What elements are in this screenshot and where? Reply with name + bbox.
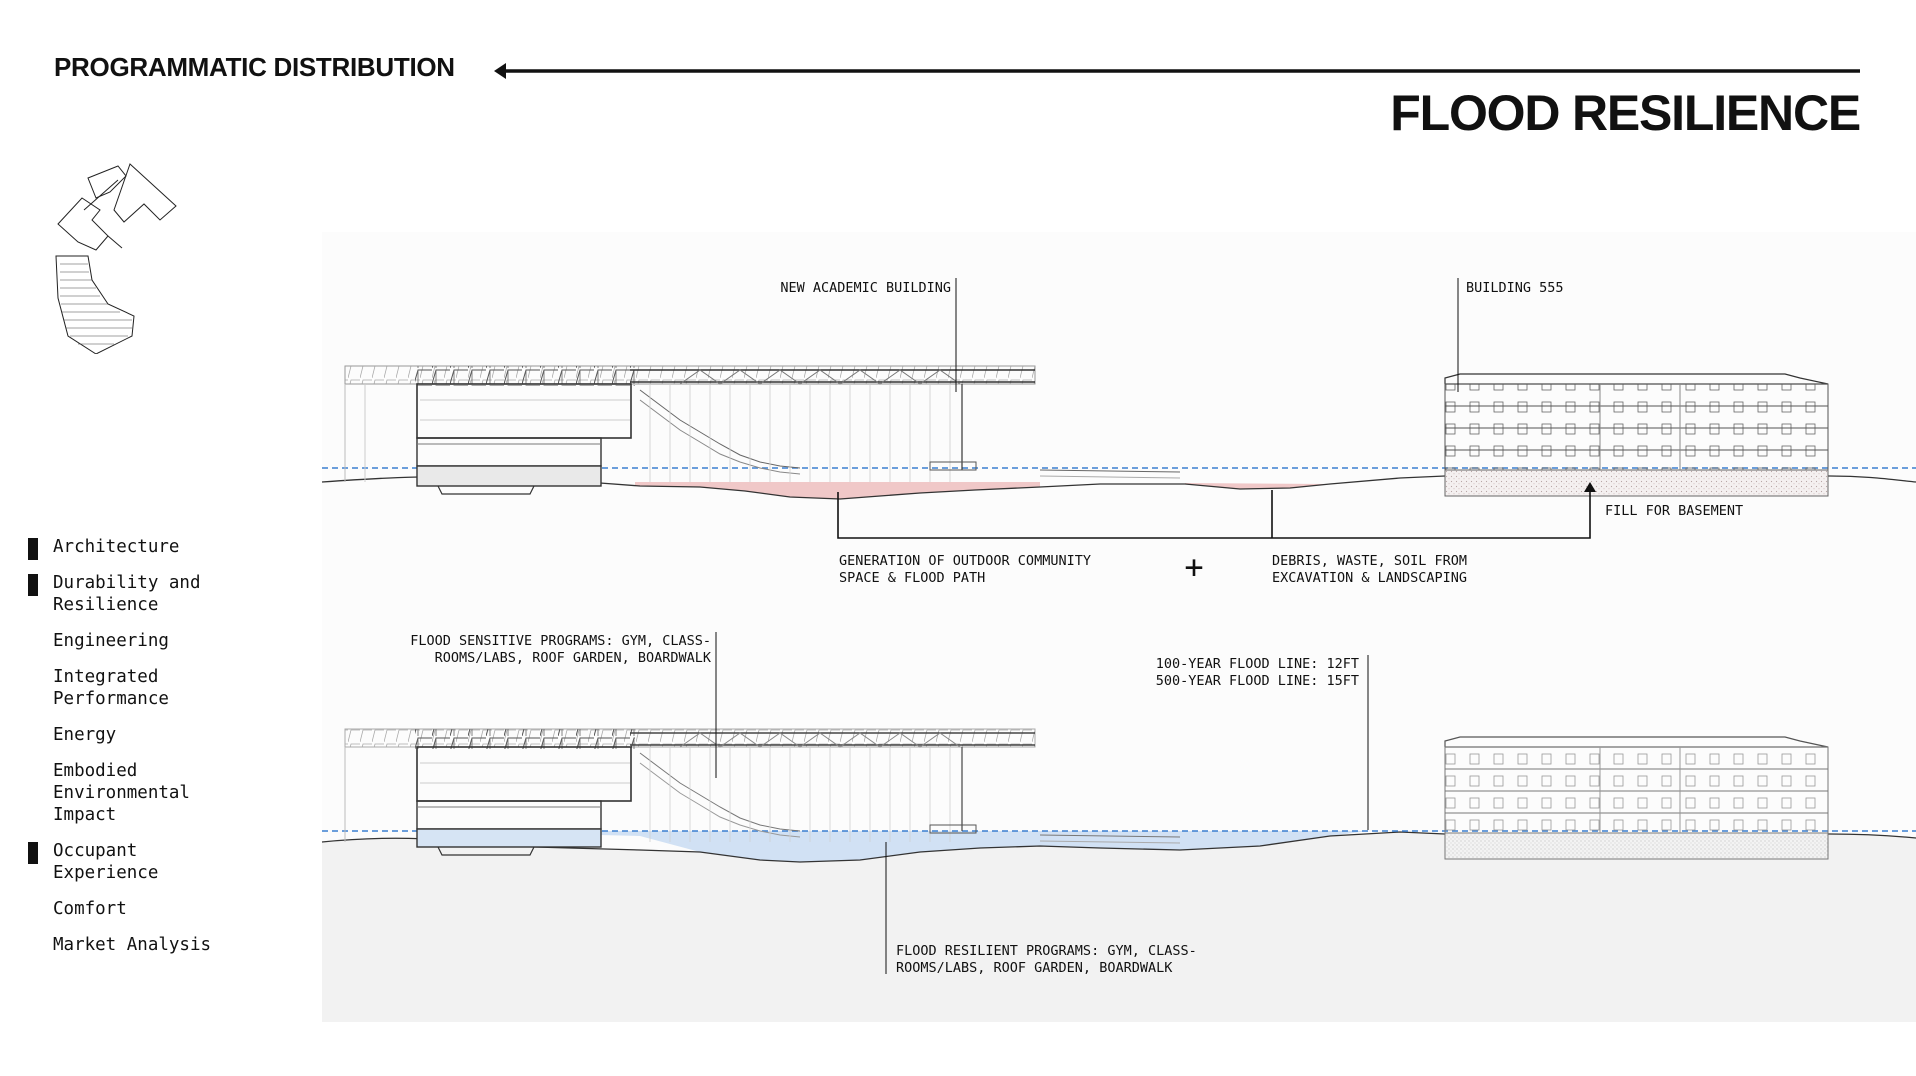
active-marker [28, 842, 38, 864]
nav-item-label: Integrated [53, 667, 159, 687]
ground-fill [322, 832, 1916, 1022]
section-title: PROGRAMMATIC DISTRIBUTION [54, 52, 455, 82]
nav-item-label: Market Analysis [53, 935, 212, 955]
nav-item-label: Energy [53, 725, 117, 745]
nav-item-label: Performance [53, 689, 169, 709]
label-outdoor-space: SPACE & FLOOD PATH [839, 570, 985, 586]
label-debris: DEBRIS, WASTE, SOIL FROM [1272, 553, 1467, 569]
nav-item-engineering[interactable]: Engineering [0, 630, 300, 652]
label-flood-resilient: FLOOD RESILIENT PROGRAMS: GYM, CLASS- [896, 943, 1197, 959]
nav-item-embodied-environmental-impact[interactable]: Embodied Environmental Impact [0, 760, 300, 826]
label-flood-resilient: ROOMS/LABS, ROOF GARDEN, BOARDWALK [896, 960, 1173, 976]
sidebar-nav: Architecture Durability and Resilience E… [0, 536, 300, 970]
nav-item-occupant-experience[interactable]: Occupant Experience [0, 840, 300, 884]
nav-item-label: Comfort [53, 899, 127, 919]
terrain-line [321, 475, 1916, 500]
site-plan-icon [55, 163, 177, 354]
nav-item-label: Resilience [53, 595, 159, 615]
nav-item-label: Embodied [53, 761, 138, 781]
nav-item-label: Occupant [53, 841, 138, 861]
nav-item-label: Durability and [53, 573, 201, 593]
label-new-academic-building: NEW ACADEMIC BUILDING [780, 280, 951, 296]
active-marker [28, 538, 38, 560]
basement-fill [1444, 832, 1829, 860]
label-flood-line-100: 100-YEAR FLOOD LINE: 12FT [1156, 656, 1359, 672]
label-flood-sensitive: FLOOD SENSITIVE PROGRAMS: GYM, CLASS- [410, 633, 711, 649]
nav-item-integrated-performance[interactable]: Integrated Performance [0, 666, 300, 710]
water-fill [417, 831, 1368, 862]
new-academic-building [344, 365, 1181, 495]
section-arrow [494, 63, 1860, 79]
nav-item-energy[interactable]: Energy [0, 724, 300, 746]
nav-item-comfort[interactable]: Comfort [0, 898, 300, 920]
arrow-head [1584, 482, 1596, 492]
section-existing: NEW ACADEMIC BUILDING BUILDING 555 FILL … [321, 278, 1916, 586]
basement-fill [1444, 469, 1829, 497]
bracket-line [837, 490, 1591, 539]
nav-item-durability-resilience[interactable]: Durability and Resilience [0, 572, 300, 616]
plus-sign: + [1184, 548, 1203, 586]
nav-item-label: Engineering [53, 631, 169, 651]
nav-item-label: Architecture [53, 537, 180, 557]
label-outdoor-space: GENERATION OF OUTDOOR COMMUNITY [839, 553, 1091, 569]
nav-item-architecture[interactable]: Architecture [0, 536, 300, 560]
nav-item-label: Experience [53, 863, 159, 883]
nav-item-market-analysis[interactable]: Market Analysis [0, 934, 300, 956]
section-proposed: FLOOD SENSITIVE PROGRAMS: GYM, CLASS- RO… [321, 632, 1916, 1022]
label-fill-basement: FILL FOR BASEMENT [1605, 503, 1743, 519]
building-555 [1444, 736, 1829, 860]
excavation-fill [635, 482, 1040, 499]
building-555 [1444, 373, 1829, 497]
label-debris: EXCAVATION & LANDSCAPING [1272, 570, 1467, 586]
nav-item-label: Environmental [53, 783, 190, 803]
label-flood-sensitive: ROOMS/LABS, ROOF GARDEN, BOARDWALK [435, 650, 712, 666]
label-building-555: BUILDING 555 [1466, 280, 1564, 296]
nav-item-label: Impact [53, 805, 117, 825]
new-academic-building [344, 728, 1181, 856]
label-flood-line-500: 500-YEAR FLOOD LINE: 15FT [1156, 673, 1359, 689]
active-marker [28, 574, 38, 596]
terrain-line [321, 831, 1916, 863]
page-title: FLOOD RESILIENCE [1390, 85, 1861, 141]
